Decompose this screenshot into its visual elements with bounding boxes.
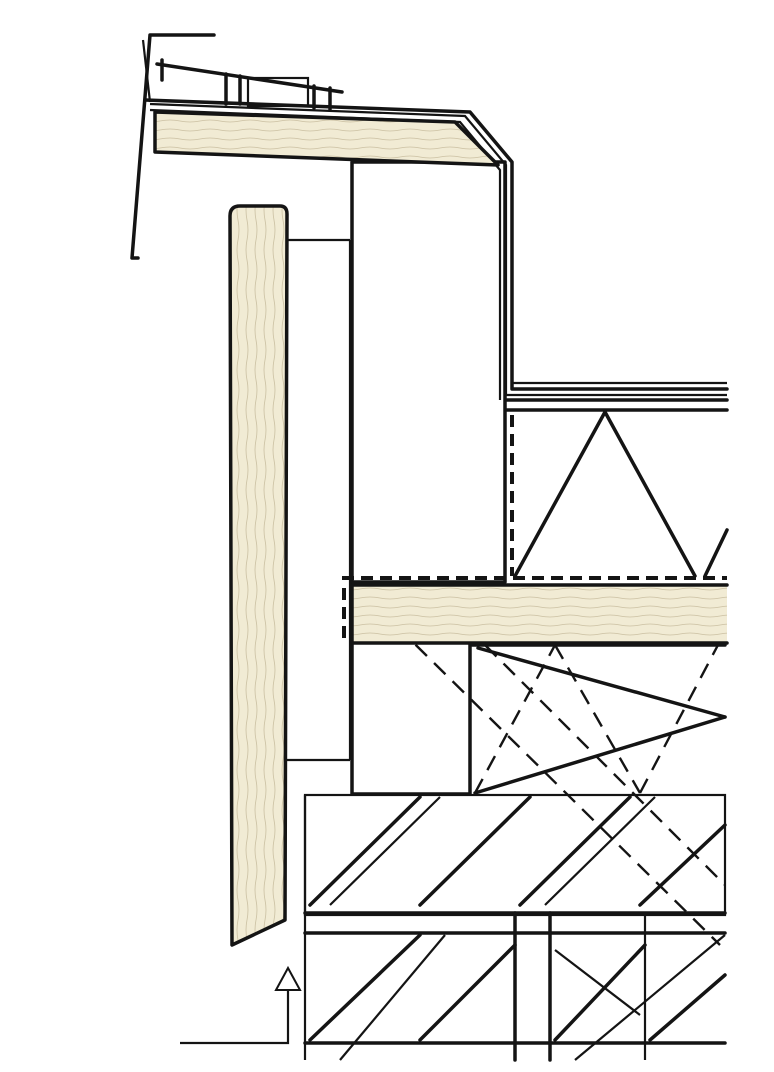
timber-wall-block [350, 160, 507, 796]
section-arrow [180, 965, 302, 1045]
rafter-hidden-lines [359, 589, 726, 946]
gutter-bracket [130, 33, 344, 260]
floor-joist [342, 576, 729, 645]
roof-truss [505, 398, 729, 578]
cross-bracing [470, 643, 727, 795]
cladding-board [228, 204, 289, 947]
battens [287, 238, 352, 762]
lower-frame [303, 793, 727, 1062]
up-arrow-icon [274, 965, 302, 991]
fascia-board [153, 110, 500, 167]
